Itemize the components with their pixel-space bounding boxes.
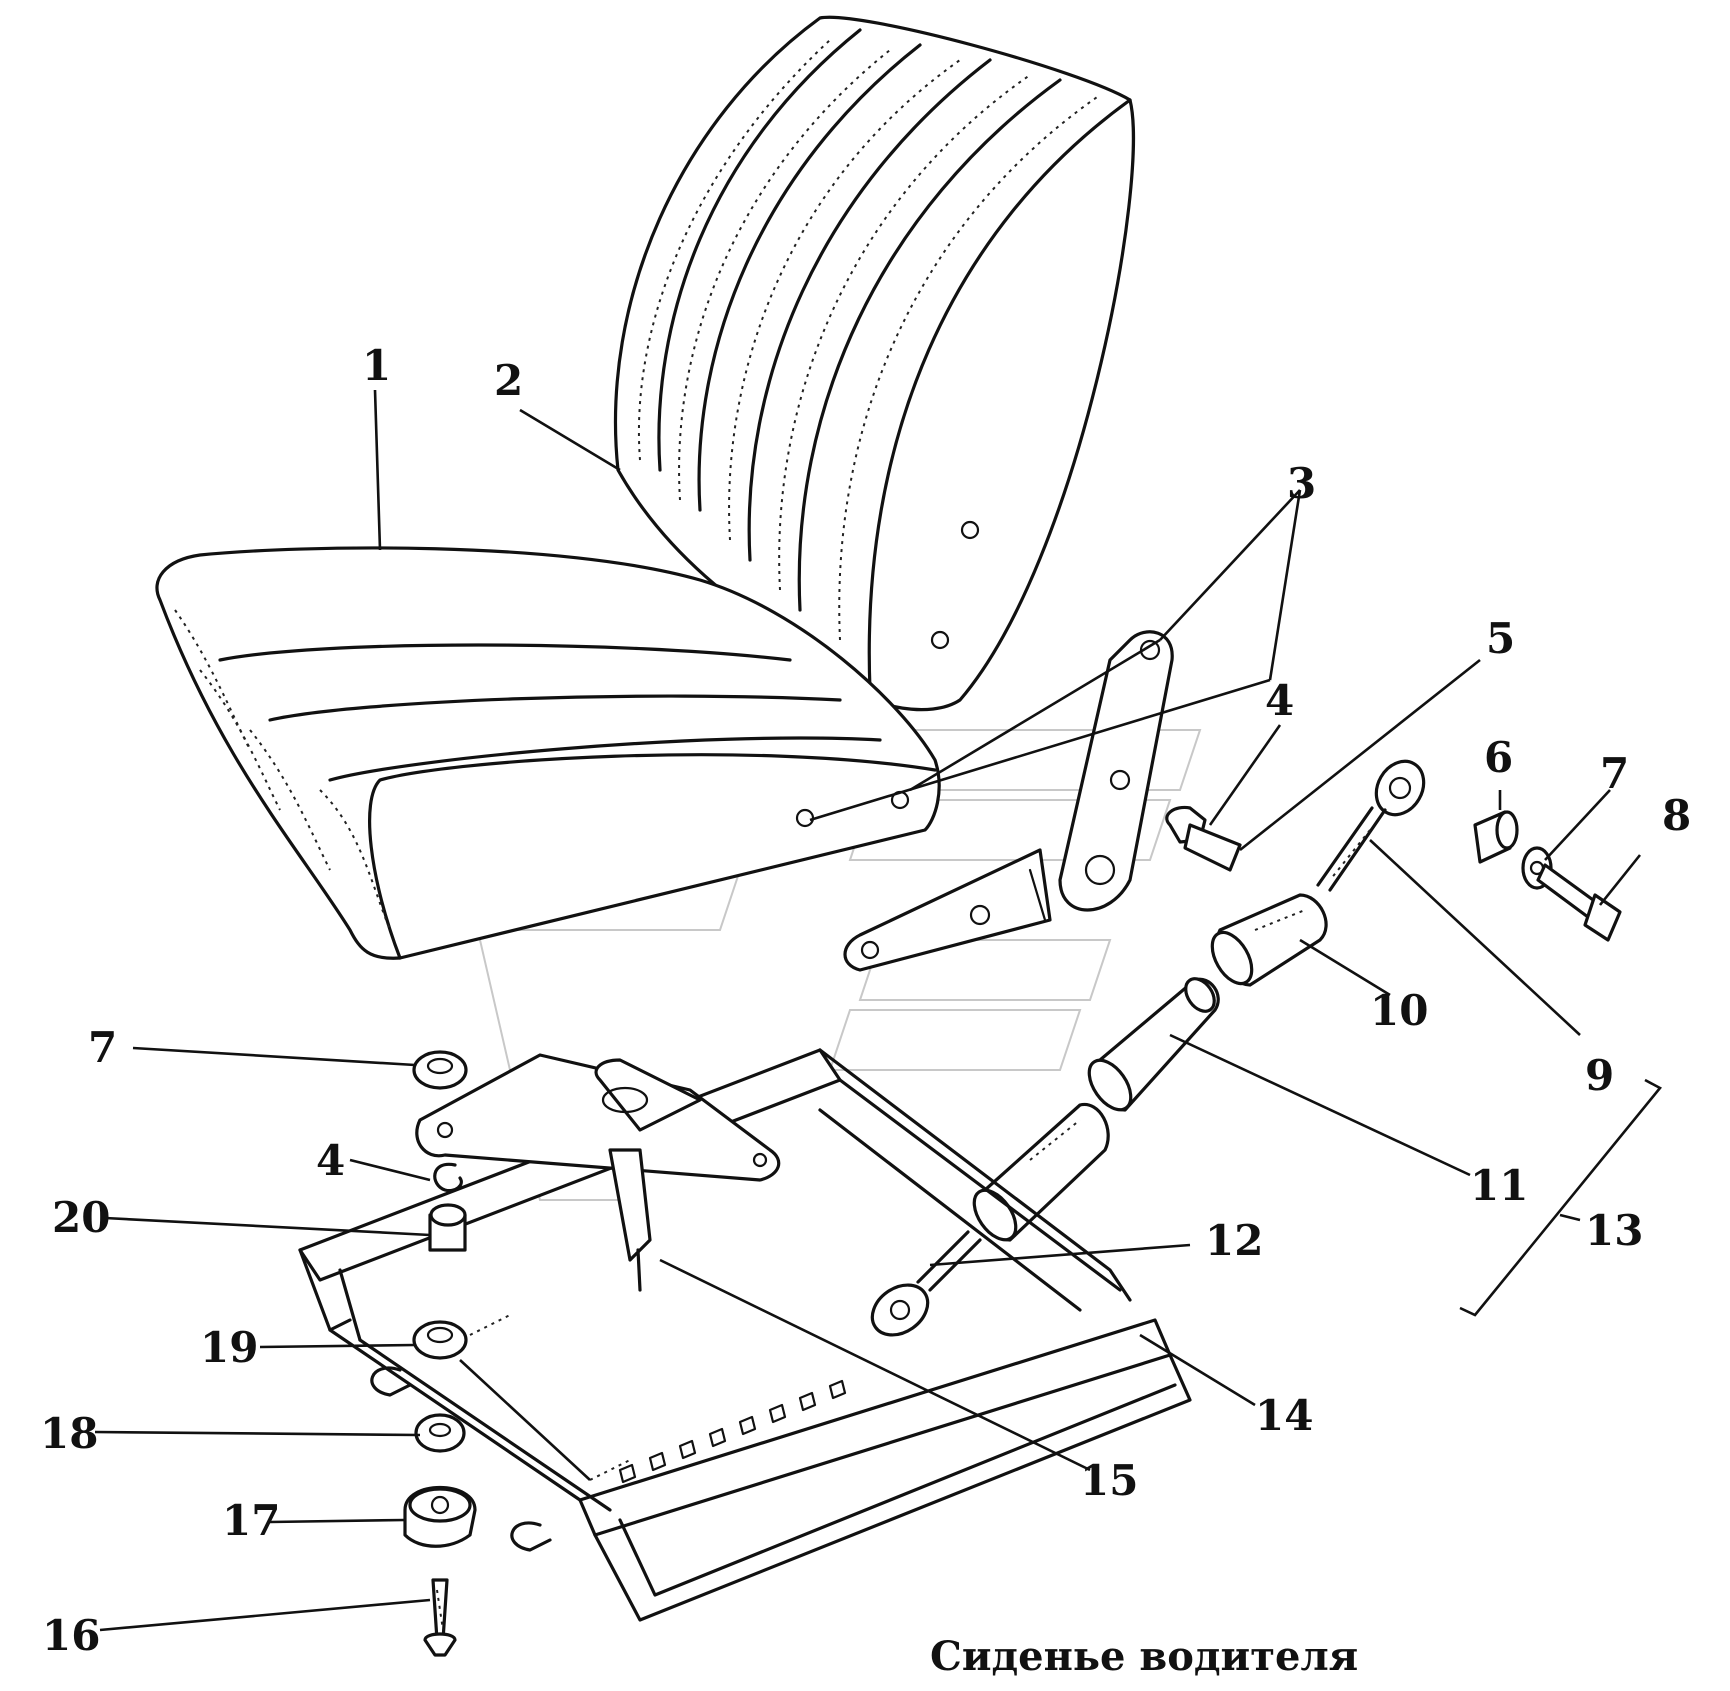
spring-assembly: [412, 1314, 631, 1481]
bushing: [1087, 977, 1220, 1112]
callout-4-left: 4: [316, 1136, 345, 1185]
callout-labels: 1 2 3 4 5 6 7 8 9 10 11 12 13 14 15 16 1…: [40, 341, 1691, 1660]
callout-4: 4: [1265, 676, 1294, 725]
callout-10: 10: [1370, 986, 1428, 1035]
callout-11: 11: [1470, 1161, 1528, 1210]
callout-7-right: 7: [1600, 749, 1629, 798]
washer-left: [412, 1050, 468, 1090]
washer-18: [414, 1413, 466, 1453]
callout-1: 1: [362, 341, 391, 390]
callout-9: 9: [1585, 1051, 1614, 1100]
leader-lines: [94, 389, 1663, 1632]
diagram-title: Сиденье водителя: [930, 1633, 1358, 1680]
hooks: [370, 1366, 552, 1552]
callout-8: 8: [1662, 791, 1691, 840]
snap-ring: [433, 1162, 463, 1193]
spacer: [1473, 810, 1519, 864]
hinge-brackets: [843, 630, 1174, 972]
callout-13: 13: [1585, 1206, 1643, 1255]
bolt: [1183, 823, 1242, 872]
callout-19: 19: [200, 1323, 258, 1372]
frame-plate: [415, 1053, 781, 1182]
callout-3: 3: [1287, 459, 1316, 508]
callout-6: 6: [1484, 733, 1513, 782]
backrest: [613, 15, 1135, 712]
pin: [428, 1203, 467, 1252]
rubber-mount: [403, 1485, 477, 1548]
callout-5: 5: [1486, 614, 1515, 663]
callout-14: 14: [1255, 1391, 1313, 1440]
rod-end-upper: [1316, 759, 1426, 892]
callout-15: 15: [1080, 1456, 1138, 1505]
lever: [608, 1148, 652, 1292]
rod-end-lower: [870, 1102, 1110, 1337]
callout-18: 18: [40, 1409, 98, 1458]
bolt-right: [1536, 863, 1622, 942]
seat-cushion: [155, 546, 941, 960]
callout-2: 2: [494, 356, 523, 405]
screw: [423, 1578, 457, 1657]
callout-12: 12: [1205, 1216, 1263, 1265]
sleeve: [1210, 893, 1328, 987]
callout-17: 17: [222, 1496, 280, 1545]
callout-20: 20: [52, 1193, 110, 1242]
callout-7-left: 7: [88, 1023, 117, 1072]
callout-16: 16: [42, 1611, 100, 1660]
